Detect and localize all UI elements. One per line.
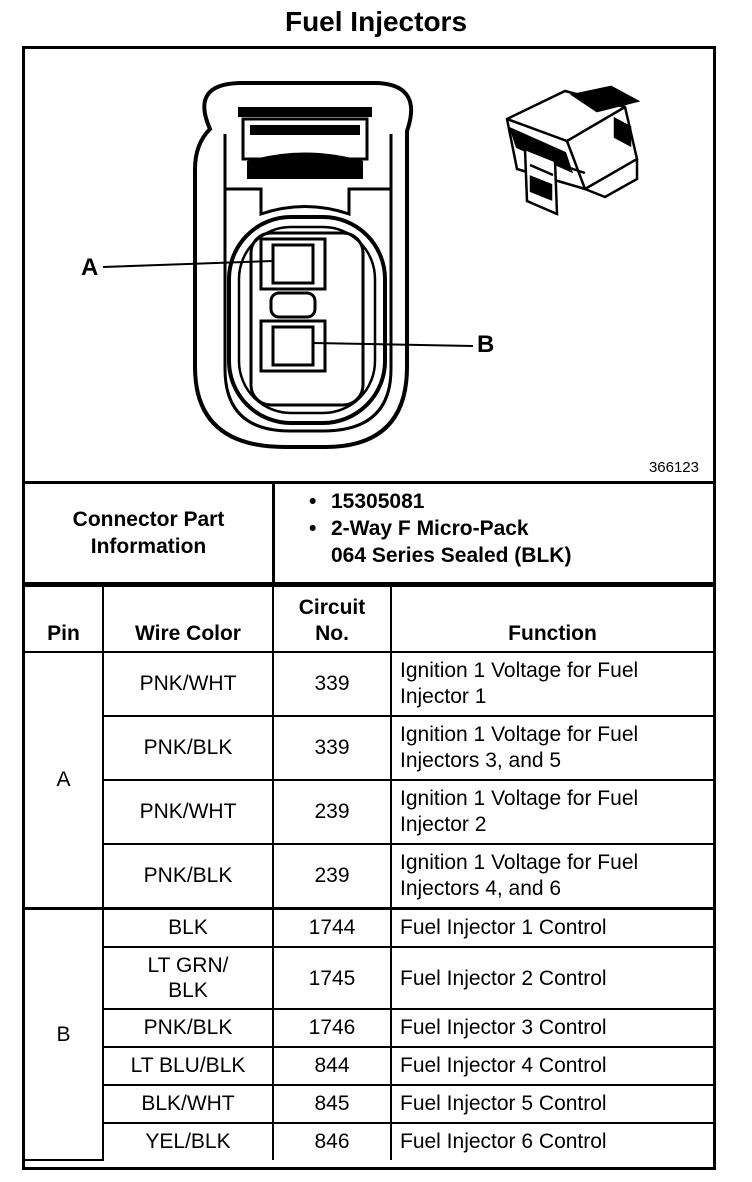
pin-a-label: A (81, 254, 99, 281)
table-header-row: Pin Wire Color Circuit No. Function (25, 585, 713, 653)
connector-description-line2: 064 Series Sealed (BLK) (331, 544, 572, 567)
table-row: B BLK 1744 Fuel Injector 1 Control (25, 907, 713, 1161)
wire-color-cell: PNK/BLK (103, 843, 274, 910)
circuit-cell: 844 (272, 1046, 392, 1086)
circuit-cell: 1744 (272, 907, 392, 948)
connector-isometric-sketch (505, 85, 641, 216)
wire-color-cell: PNK/WHT (103, 779, 274, 845)
connector-part-info: Connector Part Information 15305081 2-Wa… (25, 484, 713, 585)
connector-part-label: Connector Part Information (25, 484, 275, 582)
cavity-a (259, 237, 327, 291)
latch-bar (238, 107, 372, 117)
table-row: PNK/WHT 239 Ignition 1 Voltage for Fuel … (25, 779, 713, 845)
housing-outline (193, 81, 414, 449)
function-line1: Ignition 1 Voltage for Fuel (400, 787, 639, 810)
pin-b-label: B (477, 331, 495, 358)
pin-b-leader (312, 342, 474, 347)
circuit-cell: 1745 (272, 946, 392, 1010)
function-line2: Injector 1 (400, 685, 487, 708)
wire-color-cell: PNK/BLK (103, 715, 274, 781)
pin-a-leader (102, 260, 274, 268)
circuit-cell: 339 (272, 651, 392, 717)
table-row: PNK/BLK 339 Ignition 1 Voltage for Fuel … (25, 715, 713, 781)
wire-color-cell: PNK/BLK (103, 1008, 274, 1048)
function-cell: Ignition 1 Voltage for Fuel Injector 1 (390, 651, 713, 717)
circuit-cell: 846 (272, 1122, 392, 1160)
header-wire-color: Wire Color (102, 585, 274, 653)
header-circuit-line2: No. (315, 622, 349, 645)
table-row: LT BLU/BLK 844 Fuel Injector 4 Control (25, 1046, 713, 1086)
wire-color-cell: YEL/BLK (103, 1122, 274, 1160)
function-cell: Fuel Injector 6 Control (390, 1122, 713, 1160)
pin-b-cell: B (25, 907, 104, 1161)
header-pin: Pin (25, 585, 104, 653)
connector-part-label-line1: Connector Part (72, 508, 225, 531)
table-row: PNK/BLK 239 Ignition 1 Voltage for Fuel … (25, 843, 713, 910)
function-line1: Ignition 1 Voltage for Fuel (400, 723, 639, 746)
function-cell: Ignition 1 Voltage for Fuel Injectors 4,… (390, 843, 713, 910)
function-line1: Ignition 1 Voltage for Fuel (400, 659, 639, 682)
function-cell: Ignition 1 Voltage for Fuel Injectors 3,… (390, 715, 713, 781)
function-line1: Ignition 1 Voltage for Fuel (400, 851, 639, 874)
connector-diagram: A B 366123 (25, 49, 713, 484)
header-function: Function (390, 585, 713, 653)
part-number: 15305081 (297, 488, 571, 515)
wire-color-cell: PNK/WHT (102, 651, 274, 717)
pin-a-cell: A (25, 651, 104, 910)
circuit-cell: 239 (272, 779, 392, 845)
header-circuit-line1: Circuit (298, 596, 366, 619)
seal-outline (227, 215, 387, 425)
pinout-table: Pin Wire Color Circuit No. Function A PN… (25, 585, 713, 1161)
connector-description-line1: 2-Way F Micro-Pack (297, 515, 571, 542)
center-key (269, 291, 317, 319)
connector-part-label-line2: Information (90, 535, 207, 558)
table-row: BLK/WHT 845 Fuel Injector 5 Control (25, 1084, 713, 1124)
connector-sheet: A B 366123 Connector Part Information 15… (22, 46, 716, 1170)
page-title: Fuel Injectors (284, 6, 468, 37)
table-row: A PNK/WHT 339 Ignition 1 Voltage for Fue… (25, 651, 713, 910)
cavity-b (259, 319, 327, 373)
function-cell: Fuel Injector 2 Control (390, 946, 713, 1010)
figure-number: 366123 (648, 459, 699, 476)
function-cell: Fuel Injector 4 Control (390, 1046, 713, 1086)
table-row: YEL/BLK 846 Fuel Injector 6 Control (25, 1122, 713, 1160)
function-line2: Injectors 4, and 6 (400, 877, 562, 900)
header-circuit: Circuit No. (272, 585, 392, 653)
circuit-cell: 845 (272, 1084, 392, 1124)
wire-color-cell: BLK (102, 907, 274, 948)
wire-color-line2: BLK (168, 979, 208, 1002)
table-row: LT GRN/ BLK 1745 Fuel Injector 2 Control (25, 946, 713, 1010)
wire-color-cell: BLK/WHT (103, 1084, 274, 1124)
function-cell: Fuel Injector 5 Control (390, 1084, 713, 1124)
circuit-cell: 239 (272, 843, 392, 910)
function-cell: Ignition 1 Voltage for Fuel Injector 2 (390, 779, 713, 845)
connector-face-drawing (102, 81, 641, 449)
table-row: PNK/BLK 1746 Fuel Injector 3 Control (25, 1008, 713, 1048)
circuit-cell: 339 (272, 715, 392, 781)
wire-color-line1: LT GRN/ (147, 954, 229, 977)
function-line2: Injector 2 (400, 813, 487, 836)
function-cell: Fuel Injector 1 Control (390, 907, 713, 948)
wire-color-cell: LT BLU/BLK (103, 1046, 274, 1086)
function-line2: Injectors 3, and 5 (400, 749, 562, 772)
function-cell: Fuel Injector 3 Control (390, 1008, 713, 1048)
wire-color-cell: LT GRN/ BLK (103, 946, 274, 1010)
connector-part-details: 15305081 2-Way F Micro-Pack 064 Series S… (297, 488, 571, 569)
circuit-cell: 1746 (272, 1008, 392, 1048)
